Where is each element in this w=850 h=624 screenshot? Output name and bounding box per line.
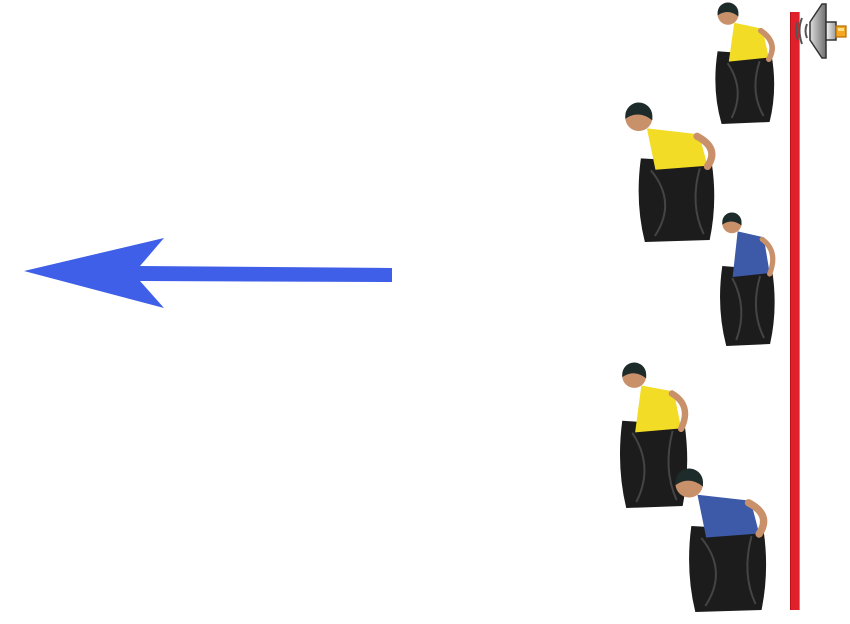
sack-racer: [602, 360, 694, 512]
shirt: [728, 22, 769, 62]
sack-racer: [706, 210, 780, 350]
shirt: [732, 231, 770, 277]
sack: [720, 266, 775, 346]
shirt: [697, 494, 760, 538]
shirt: [646, 128, 708, 170]
speaker-icon: [795, 3, 847, 59]
hair: [717, 2, 739, 17]
sack-racer: [618, 100, 722, 246]
speaker-button[interactable]: [792, 0, 850, 64]
hair: [675, 468, 703, 487]
sack: [715, 51, 775, 125]
shirt: [635, 385, 682, 433]
sack: [638, 158, 715, 242]
sack-racer: [668, 466, 774, 616]
hair: [722, 212, 742, 226]
hair: [622, 362, 647, 379]
finish-line: [790, 12, 800, 610]
sack: [689, 526, 767, 612]
hair: [625, 102, 653, 121]
sack-racer: [700, 0, 780, 128]
